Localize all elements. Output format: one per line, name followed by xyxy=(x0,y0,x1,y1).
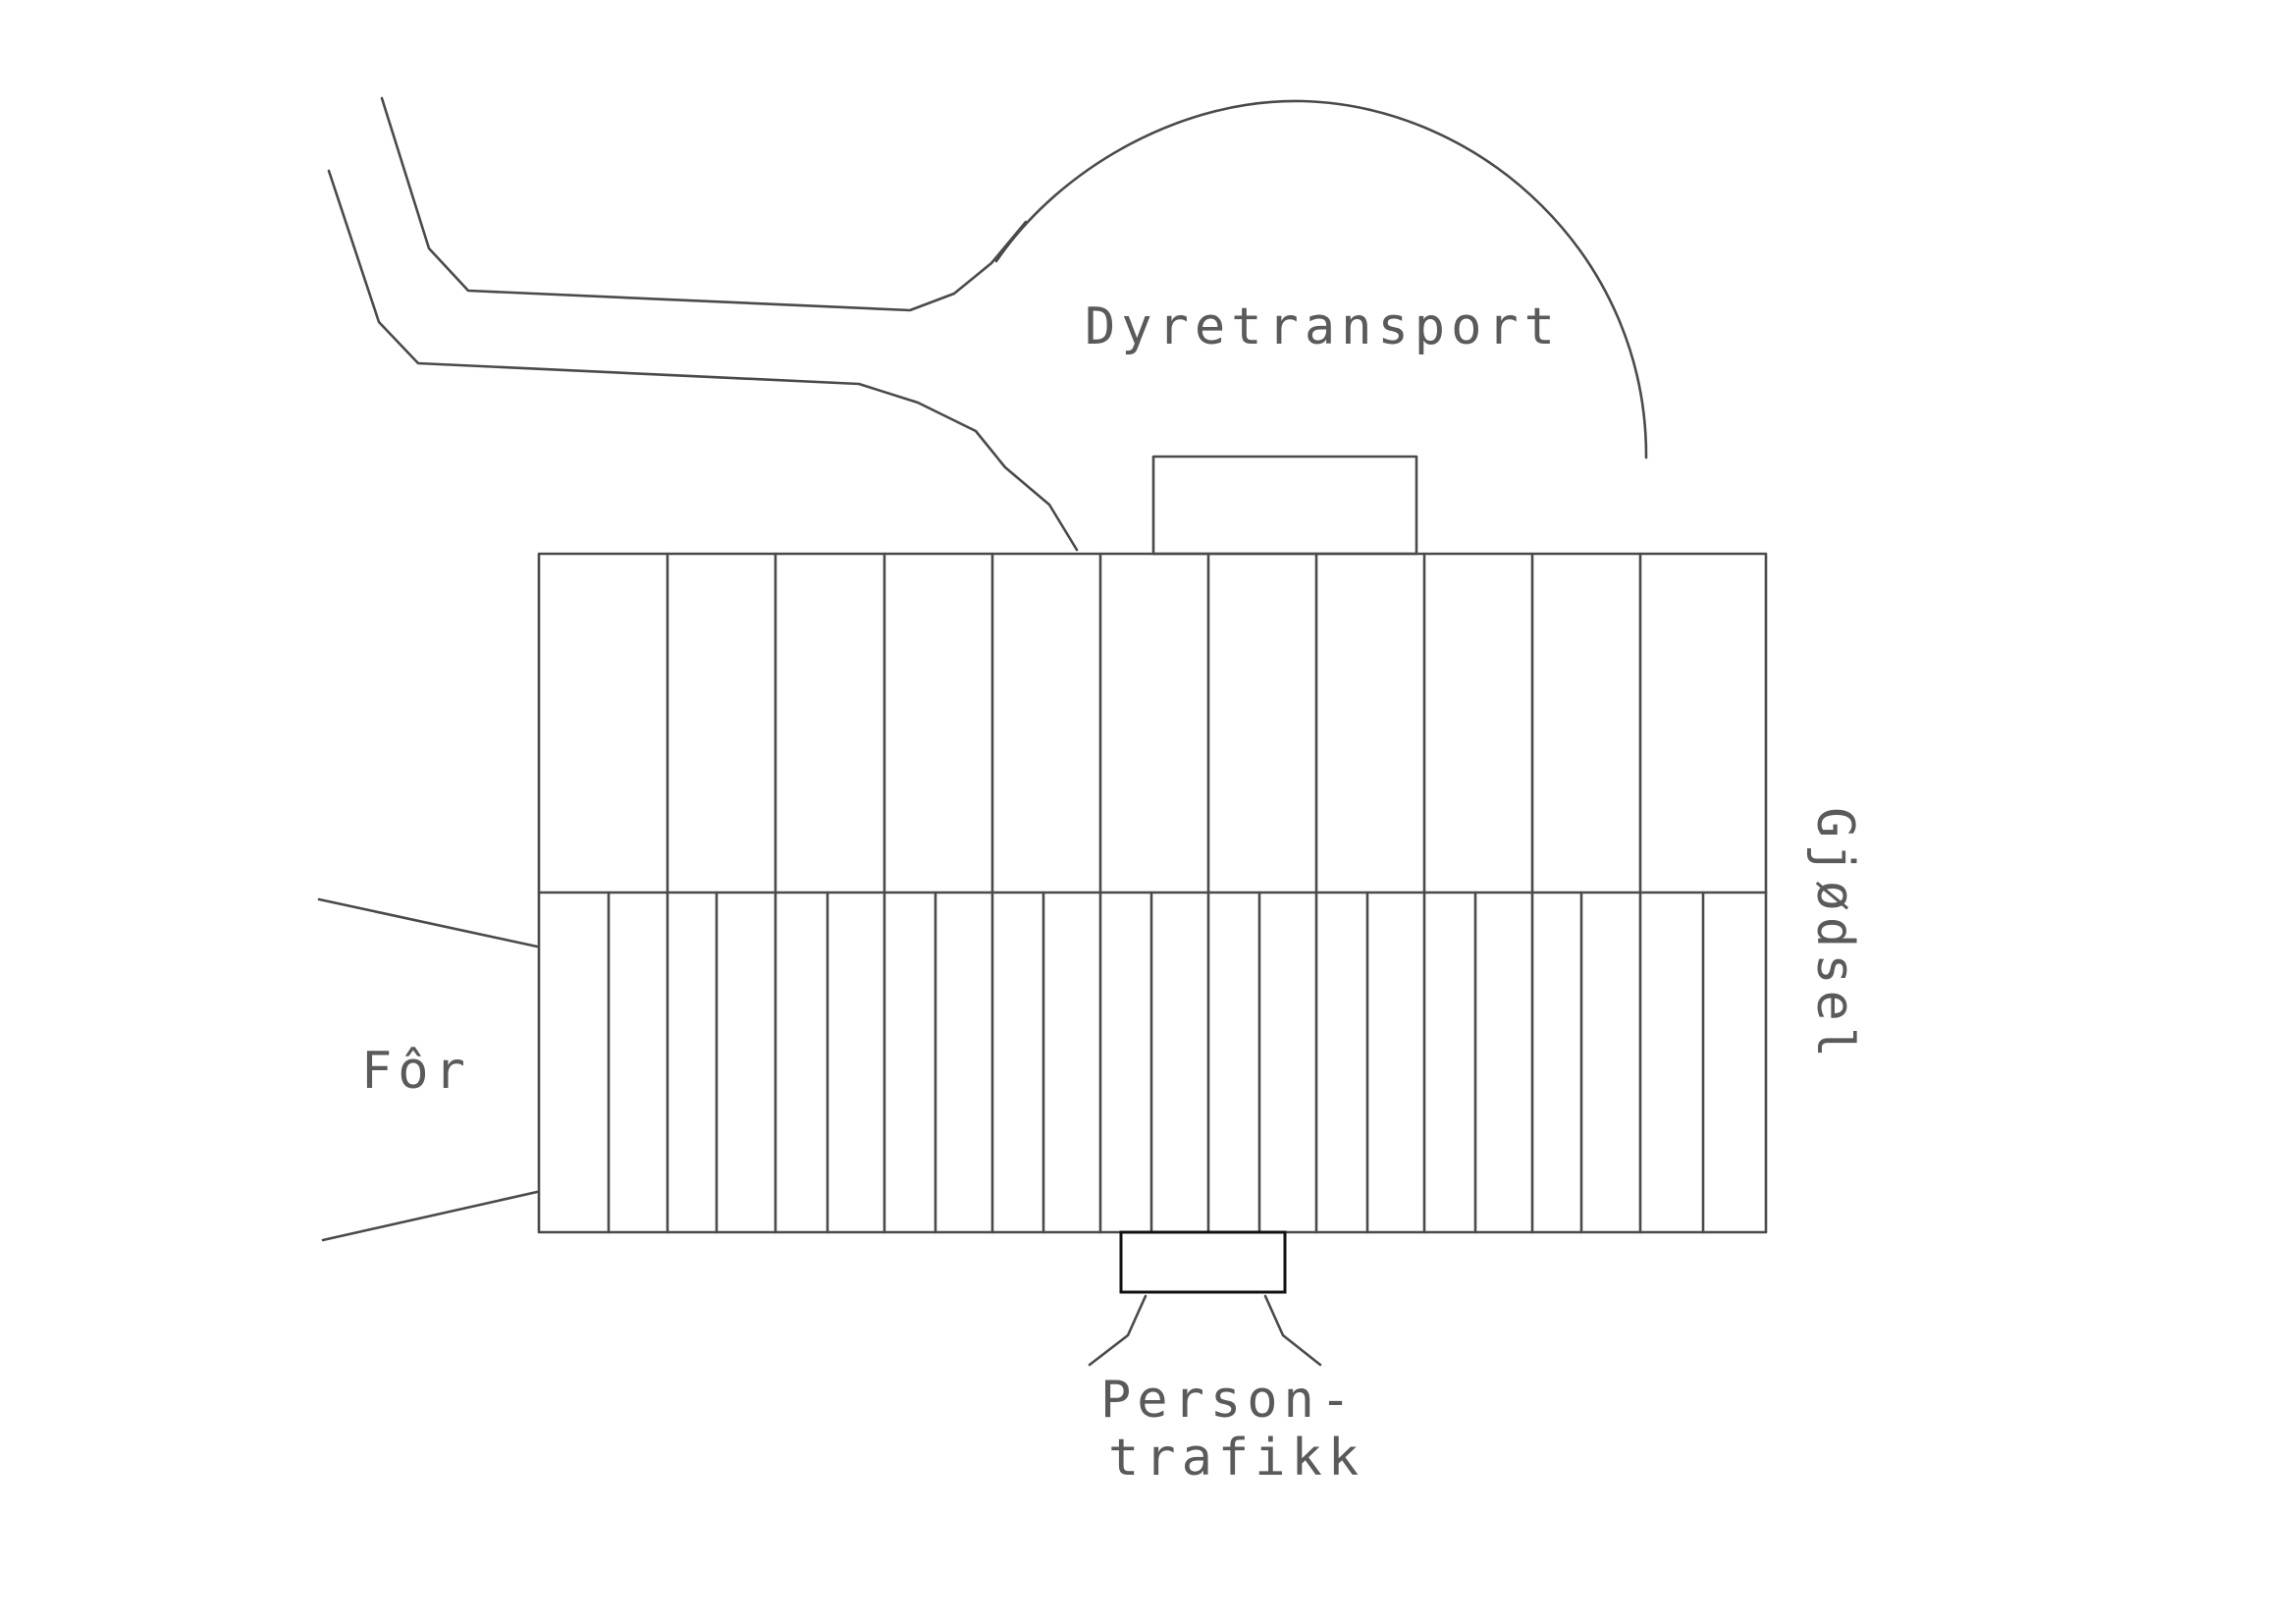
feed-funnel-lower-line xyxy=(321,1190,539,1242)
loading-ramp xyxy=(1151,455,1418,556)
animal-transport-turning-loop xyxy=(994,99,1648,460)
animal-transport-road-lower-edge xyxy=(327,169,1079,552)
manure-label: Gjødsel xyxy=(1805,807,1864,1063)
animal-transport-label: Dyretransport xyxy=(1085,298,1561,356)
person-traffic-label-line1: Person- xyxy=(1100,1371,1357,1430)
upper-pens xyxy=(666,552,1642,894)
person-path-left-edge xyxy=(1088,1294,1148,1367)
person-traffic-label-line2: trafikk xyxy=(1108,1429,1364,1488)
person-entrance xyxy=(1119,1230,1287,1294)
feed-label: Fôr xyxy=(361,1042,471,1101)
person-path-right-edge xyxy=(1263,1294,1322,1367)
lower-pens xyxy=(607,891,1705,1234)
animal-transport-road-upper-edge xyxy=(380,96,1028,312)
feed-funnel-upper-line xyxy=(317,897,539,948)
